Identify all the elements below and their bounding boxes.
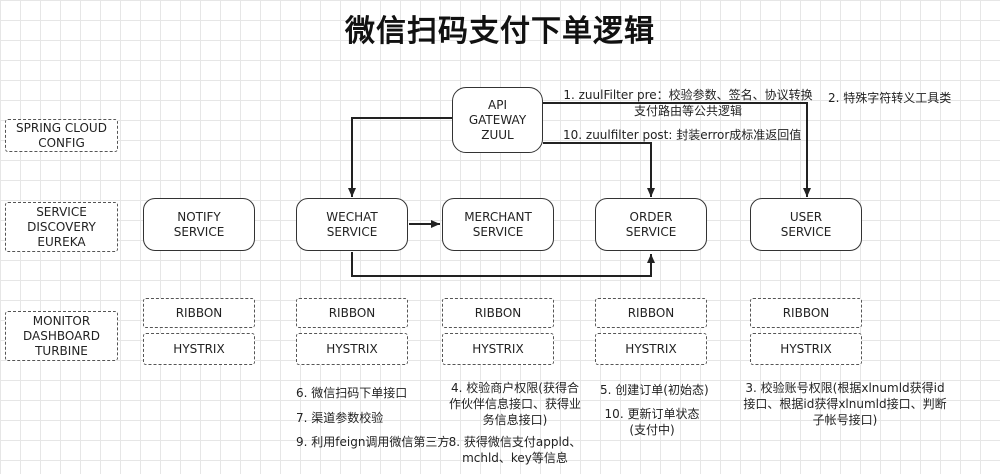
merchant-ribbon-box: RIBBON [442,298,554,328]
user-hystrix-box: HYSTRIX [750,333,862,365]
order-service-box: ORDER SERVICE [595,198,707,251]
notify-service-box: NOTIFY SERVICE [143,198,255,251]
page-title: 微信扫码支付下单逻辑 [345,14,655,49]
note-special-char-escape: 2. 特殊字符转义工具类 [828,91,952,105]
note-merchant-permission: 4. 校验商户权限(获得合 作伙伴信息接口、获得业 务信息接口) [448,381,581,427]
arrow-gateway-to-wechat [348,117,452,197]
note-create-order: 5. 创建订单(初始态) [600,383,709,397]
note-feign-call-wechat: 9. 利用feign调用微信第三方 [296,435,450,449]
order-hystrix-box: HYSTRIX [595,333,707,365]
user-service-box: USER SERVICE [750,198,862,251]
arrow-gateway-to-user [543,102,811,197]
note-wechat-scan-order-api: 6. 微信扫码下单接口 [296,386,408,400]
note-zuul-post-filter: 10. zuulfilter post: 封装error成标准返回值 [563,128,802,142]
wechat-ribbon-box: RIBBON [296,298,408,328]
note-update-order-status: 10. 更新订单状态 (支付中) [604,407,700,437]
note-zuul-pre-filter: 1. zuulFilter pre：校验参数、签名、协议转换 支付路由等公共逻辑 [563,88,813,118]
notify-hystrix-box: HYSTRIX [143,333,255,365]
merchant-hystrix-box: HYSTRIX [442,333,554,365]
api-gateway-box: API GATEWAY ZUUL [452,87,543,153]
order-ribbon-box: RIBBON [595,298,707,328]
note-account-permission: 3. 校验账号权限(根据xlnumld获得id 接口、根据id获得xlnumld… [743,381,947,427]
note-wechat-pay-credentials: 8. 获得微信支付appld、 mchld、key等信息 [448,435,582,465]
arrow-wechat-to-order [351,252,655,277]
wechat-hystrix-box: HYSTRIX [296,333,408,365]
wechat-service-box: WECHAT SERVICE [296,198,408,251]
note-channel-param-check: 7. 渠道参数校验 [296,411,384,425]
merchant-service-box: MERCHANT SERVICE [442,198,554,251]
notify-ribbon-box: RIBBON [143,298,255,328]
service-discovery-box: SERVICE DISCOVERY EUREKA [5,202,118,252]
arrow-gateway-to-order [543,142,655,197]
user-ribbon-box: RIBBON [750,298,862,328]
monitor-dashboard-box: MONITOR DASHBOARD TURBINE [5,311,118,361]
spring-cloud-config-box: SPRING CLOUD CONFIG [5,119,118,152]
